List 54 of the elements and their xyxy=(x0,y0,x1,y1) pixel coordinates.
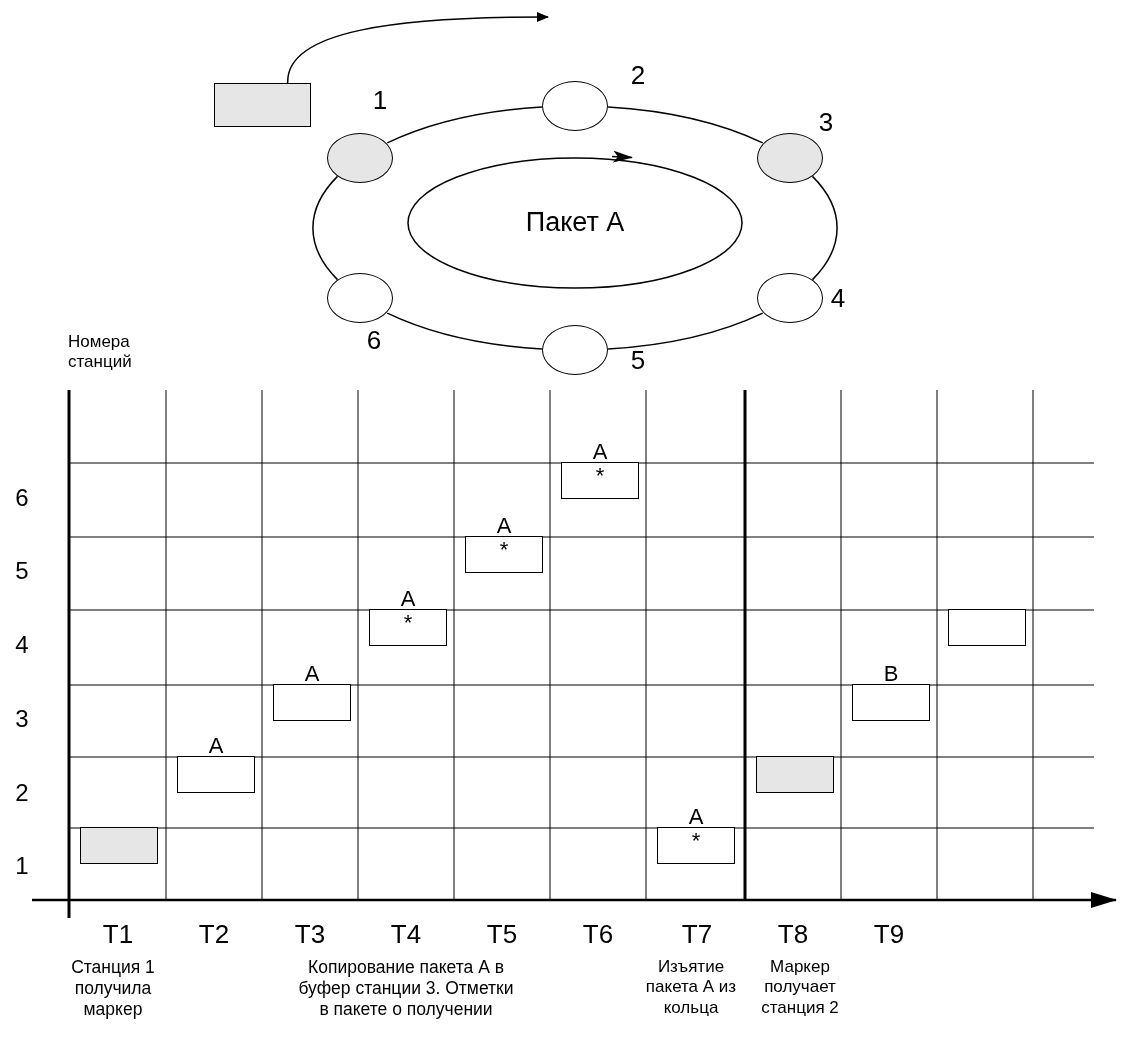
station-number: 5 xyxy=(629,344,647,376)
packet-label: A xyxy=(591,441,609,463)
row-number: 5 xyxy=(14,556,30,586)
row-number: 1 xyxy=(14,851,30,881)
station-number: 3 xyxy=(817,106,835,138)
row-number: 3 xyxy=(14,704,30,734)
axis-title: Номера станций xyxy=(68,332,133,373)
ring-line xyxy=(607,106,764,144)
packet-label: A xyxy=(495,515,513,537)
packet-box xyxy=(756,756,834,793)
station-number: 6 xyxy=(365,324,383,356)
ring-line xyxy=(386,312,543,350)
caption: Изъятие пакета А из кольца xyxy=(644,957,738,1019)
row-number: 4 xyxy=(14,630,30,660)
station-circle xyxy=(756,272,823,323)
packet-label: B xyxy=(882,663,900,685)
row-number: 2 xyxy=(14,778,30,808)
ring-line xyxy=(386,106,543,144)
time-label: T9 xyxy=(872,918,906,950)
ring-line xyxy=(312,175,339,281)
time-label: T4 xyxy=(389,918,423,950)
station-circle xyxy=(327,133,394,183)
packet-box xyxy=(80,827,158,864)
packet-label: A xyxy=(303,663,321,685)
packet-label: A xyxy=(207,735,225,757)
station-circle xyxy=(327,272,394,323)
time-label: T1 xyxy=(101,918,135,950)
time-label: T3 xyxy=(293,918,327,950)
caption: Маркер получает станция 2 xyxy=(760,957,840,1019)
packet-ellipse xyxy=(406,156,744,290)
station-number: 4 xyxy=(829,282,847,314)
time-label: T6 xyxy=(581,918,615,950)
time-label: T2 xyxy=(197,918,231,950)
caption: Копирование пакета А в буфер станции 3. Отметки в пакете о получении xyxy=(297,957,515,1020)
packet-box: * xyxy=(657,827,735,864)
ring-line xyxy=(811,175,838,281)
caption: Станция 1 получила маркер xyxy=(70,957,156,1020)
station-number: 2 xyxy=(629,59,647,91)
packet-box: * xyxy=(369,609,447,646)
token-box xyxy=(214,83,311,127)
packet-label: A xyxy=(687,806,705,828)
packet-box: * xyxy=(465,536,543,573)
station-circle xyxy=(756,133,823,183)
row-number: 6 xyxy=(14,483,30,513)
ring-line xyxy=(607,312,764,350)
time-label: T7 xyxy=(680,918,714,950)
packet-box xyxy=(948,609,1026,646)
packet-title: Пакет А xyxy=(524,206,626,238)
time-label: T8 xyxy=(776,918,810,950)
arrow xyxy=(286,12,549,84)
packet-box: * xyxy=(561,462,639,499)
time-label: T5 xyxy=(485,918,519,950)
packet-label: A xyxy=(399,588,417,610)
station-number: 1 xyxy=(371,84,389,116)
